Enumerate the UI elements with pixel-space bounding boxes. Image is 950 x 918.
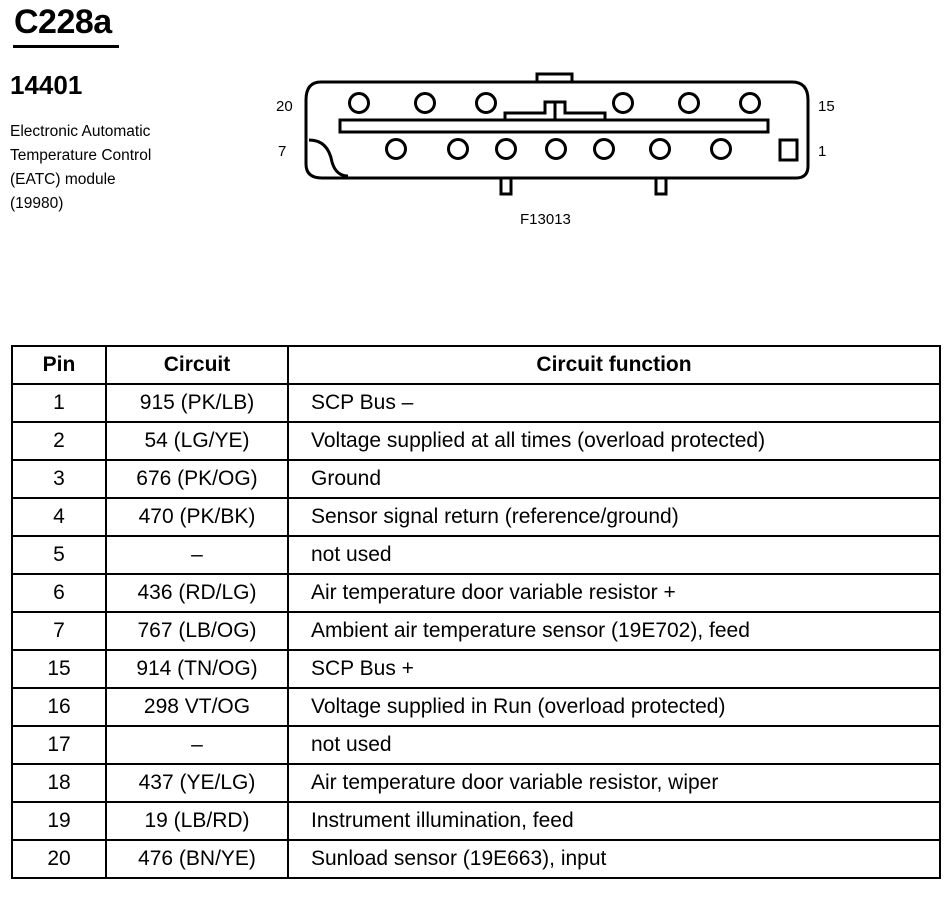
- cell-circuit-function: not used: [287, 725, 941, 765]
- pin-label-bottom-left: 7: [278, 143, 286, 160]
- cell-pin: 18: [11, 763, 107, 803]
- pin-cavity: [385, 138, 407, 160]
- cell-circuit: 914 (TN/OG): [105, 649, 289, 689]
- table-row: 17–not used: [11, 725, 941, 765]
- pin-cavity: [414, 92, 436, 114]
- cell-circuit: 476 (BN/YE): [105, 839, 289, 879]
- cell-circuit-function: Voltage supplied at all times (overload …: [287, 421, 941, 461]
- pin-cavity: [739, 92, 761, 114]
- cell-pin: 17: [11, 725, 107, 765]
- pin-cavity: [545, 138, 567, 160]
- cell-circuit-function: Air temperature door variable resistor, …: [287, 763, 941, 803]
- cell-circuit-function: Voltage supplied in Run (overload protec…: [287, 687, 941, 727]
- pin-label-bottom-right: 1: [818, 143, 826, 160]
- pin-cavity: [495, 138, 517, 160]
- cell-pin: 16: [11, 687, 107, 727]
- connector-face-diagram: 20 15 7 1 F13013: [276, 72, 835, 228]
- description-line: Electronic Automatic: [10, 123, 151, 140]
- pin-cavity: [447, 138, 469, 160]
- pin-label-top-left: 20: [276, 98, 293, 115]
- cell-pin: 1: [11, 383, 107, 423]
- cell-circuit-function: Ambient air temperature sensor (19E702),…: [287, 611, 941, 651]
- cell-circuit: 915 (PK/LB): [105, 383, 289, 423]
- cell-circuit-function: Ground: [287, 459, 941, 499]
- pin-cavity: [678, 92, 700, 114]
- pin-cavity: [475, 92, 497, 114]
- cell-pin: 20: [11, 839, 107, 879]
- cell-pin: 7: [11, 611, 107, 651]
- cell-circuit-function: Instrument illumination, feed: [287, 801, 941, 841]
- connector-id-underline: [13, 45, 119, 48]
- header-circuit: Circuit: [105, 345, 289, 385]
- cell-circuit: –: [105, 535, 289, 575]
- cell-pin: 2: [11, 421, 107, 461]
- cell-circuit: 470 (PK/BK): [105, 497, 289, 537]
- pin-cavity: [612, 92, 634, 114]
- pin-cavity: [593, 138, 615, 160]
- figure-id: F13013: [520, 211, 571, 228]
- cell-circuit-function: SCP Bus –: [287, 383, 941, 423]
- cell-circuit-function: not used: [287, 535, 941, 575]
- connector-right-key: [778, 138, 799, 162]
- connector-housing: [304, 80, 810, 180]
- pin-label-top-right: 15: [818, 98, 835, 115]
- connector-top-tab: [535, 72, 574, 82]
- header-circuit-function: Circuit function: [287, 345, 941, 385]
- cell-pin: 19: [11, 801, 107, 841]
- table-header-row: Pin Circuit Circuit function: [11, 345, 941, 385]
- pin-cavity: [649, 138, 671, 160]
- connector-locking-bar: [338, 118, 770, 134]
- cell-pin: 5: [11, 535, 107, 575]
- cell-circuit: 298 VT/OG: [105, 687, 289, 727]
- cell-pin: 3: [11, 459, 107, 499]
- table-row: 5–not used: [11, 535, 941, 575]
- cell-circuit-function: Sensor signal return (reference/ground): [287, 497, 941, 537]
- cell-pin: 4: [11, 497, 107, 537]
- cell-circuit: 676 (PK/OG): [105, 459, 289, 499]
- cell-circuit: 437 (YE/LG): [105, 763, 289, 803]
- cell-circuit: 767 (LB/OG): [105, 611, 289, 651]
- description-line: (19980): [10, 195, 64, 212]
- pin-cavity: [348, 92, 370, 114]
- component-description: Electronic Automatic Temperature Control…: [10, 120, 200, 216]
- connector-left-notch: [308, 138, 349, 178]
- header-pin: Pin: [11, 345, 107, 385]
- cell-circuit: 54 (LG/YE): [105, 421, 289, 461]
- part-number: 14401: [10, 70, 83, 100]
- cell-circuit: 436 (RD/LG): [105, 573, 289, 613]
- description-line: Temperature Control: [10, 147, 152, 164]
- description-line: (EATC) module: [10, 171, 116, 188]
- cell-circuit: –: [105, 725, 289, 765]
- cell-circuit: 19 (LB/RD): [105, 801, 289, 841]
- connector-leg-right: [654, 178, 668, 196]
- cell-circuit-function: Sunload sensor (19E663), input: [287, 839, 941, 879]
- cell-circuit-function: SCP Bus +: [287, 649, 941, 689]
- connector-id: C228a: [14, 3, 112, 41]
- cell-pin: 15: [11, 649, 107, 689]
- cell-circuit-function: Air temperature door variable resistor +: [287, 573, 941, 613]
- cell-pin: 6: [11, 573, 107, 613]
- pin-cavity: [710, 138, 732, 160]
- connector-leg-left: [499, 178, 513, 196]
